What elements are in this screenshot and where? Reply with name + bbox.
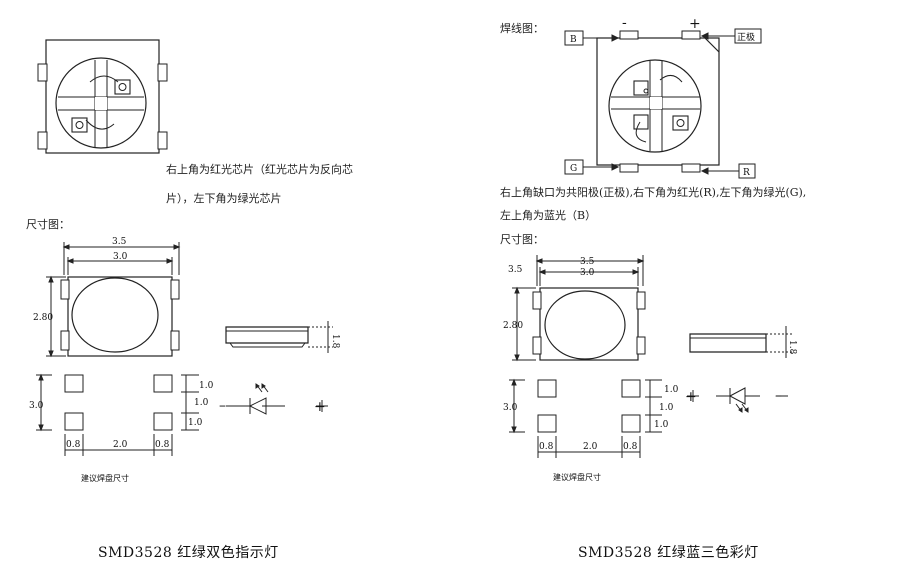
- right-diode-plus: +: [685, 389, 697, 405]
- right-dim-1.8: 1.8: [787, 340, 797, 355]
- right-pad-0.8a: 0.8: [539, 442, 554, 452]
- right-size-label: 尺寸图：: [500, 233, 544, 246]
- right-dimension-drawing: [509, 255, 792, 458]
- left-note-line1: 右上角为红光芯片（红光芯片为反向芯: [166, 163, 353, 176]
- right-dim-3.5-top: 3.5: [580, 257, 595, 267]
- left-diode-minus: –: [219, 398, 226, 414]
- left-dim-2.80: 2.80: [33, 313, 53, 323]
- right-box-g: G: [570, 164, 577, 174]
- left-pad-1.0a: 1.0: [199, 381, 214, 391]
- left-dim-1.8: 1.8: [330, 334, 340, 349]
- right-pad-caption: 建议焊盘尺寸: [553, 472, 601, 482]
- left-dim-3.5: 3.5: [112, 237, 127, 247]
- left-pad-2.0: 2.0: [113, 440, 128, 450]
- right-pad-1.0b: 1.0: [659, 403, 674, 413]
- right-dim-2.80: 2.80: [503, 321, 523, 331]
- right-box-r: R: [743, 168, 750, 178]
- right-pad-3.0: 3.0: [503, 403, 518, 413]
- left-pad-3.0: 3.0: [29, 401, 44, 411]
- right-dim-3.0: 3.0: [580, 268, 595, 278]
- right-diode-minus: –: [775, 388, 782, 404]
- right-pad-1.0c: 1.0: [654, 420, 669, 430]
- right-desc-line2: 左上角为蓝光（B）: [500, 209, 597, 222]
- left-note-line2: 片），左下角为绿光芯片: [166, 192, 282, 205]
- right-top-plus: +: [689, 16, 701, 32]
- right-pad-0.8b: 0.8: [623, 442, 638, 452]
- left-pad-0.8b: 0.8: [155, 440, 170, 450]
- right-pad-1.0a: 1.0: [664, 385, 679, 395]
- left-dim-3.0: 3.0: [113, 252, 128, 262]
- left-pad-0.8a: 0.8: [66, 440, 81, 450]
- right-caption: SMD3528 红绿蓝三色彩灯: [578, 545, 759, 561]
- right-wiring-label: 焊线图：: [500, 22, 544, 35]
- right-box-positive: 正极: [737, 31, 755, 43]
- left-top-view: [37, 39, 168, 154]
- right-wiring-diagram: [564, 28, 762, 179]
- left-dimension-drawing: [36, 242, 333, 456]
- right-desc-line1: 右上角缺口为共阳极(正极),右下角为红光(R),左下角为绿光(G),: [500, 186, 807, 199]
- left-size-label: 尺寸图：: [26, 218, 70, 231]
- right-box-b: B: [570, 35, 577, 45]
- left-pad-1.0c: 1.0: [188, 418, 203, 428]
- right-pad-2.0: 2.0: [583, 442, 598, 452]
- left-diode-plus: +: [314, 399, 326, 415]
- left-pad-caption: 建议焊盘尺寸: [81, 473, 129, 483]
- left-caption: SMD3528 红绿双色指示灯: [98, 545, 279, 561]
- right-top-minus: -: [622, 15, 627, 31]
- left-pad-1.0b: 1.0: [194, 398, 209, 408]
- right-dim-3.5: 3.5: [508, 265, 523, 275]
